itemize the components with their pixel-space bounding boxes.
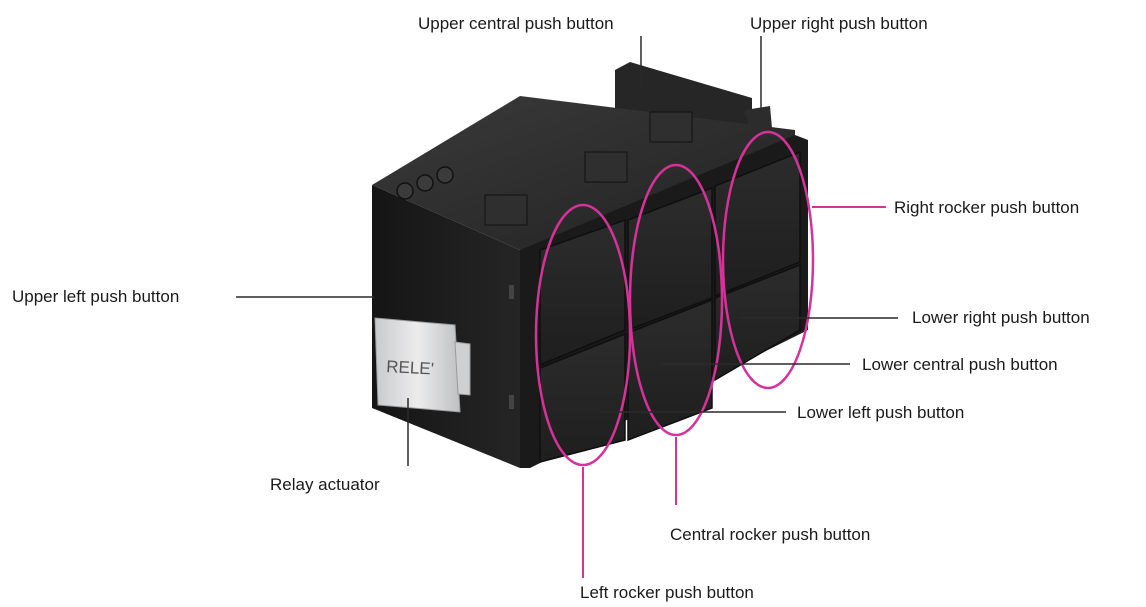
top-boss-left bbox=[484, 194, 528, 226]
label-upper-left-push-button: Upper left push button bbox=[12, 287, 180, 306]
push-button-upper-right bbox=[714, 150, 801, 298]
label-lower-right-push-button: Lower right push button bbox=[912, 308, 1090, 327]
top-boss-center bbox=[584, 151, 628, 183]
top-boss-right bbox=[649, 111, 693, 143]
push-button-upper-left bbox=[539, 218, 626, 367]
side-slot bbox=[509, 285, 514, 299]
label-right-rocker-push-button: Right rocker push button bbox=[894, 198, 1080, 217]
label-relay-actuator: Relay actuator bbox=[270, 475, 380, 494]
left-rocker-highlight bbox=[534, 203, 632, 467]
terminal-screw bbox=[436, 166, 454, 184]
side-slot bbox=[509, 395, 514, 409]
central-rocker-highlight bbox=[628, 163, 724, 437]
right-rocker-highlight bbox=[721, 130, 815, 390]
push-button-lower-left bbox=[539, 332, 626, 463]
label-upper-right-push-button: Upper right push button bbox=[750, 14, 928, 33]
relay-actuator-tab bbox=[454, 341, 471, 396]
push-button-lower-central bbox=[627, 298, 713, 442]
label-lower-central-push-button: Lower central push button bbox=[862, 355, 1058, 374]
label-lower-left-push-button: Lower left push button bbox=[797, 403, 965, 422]
label-central-rocker-push-button: Central rocker push button bbox=[670, 525, 871, 544]
terminal-screw bbox=[396, 182, 414, 200]
label-upper-central-push-button: Upper central push button bbox=[418, 14, 614, 33]
relay-actuator-block bbox=[374, 317, 461, 413]
relay-marking: RELE' bbox=[386, 357, 435, 378]
label-left-rocker-push-button: Left rocker push button bbox=[580, 583, 754, 602]
terminal-screw bbox=[416, 174, 434, 192]
